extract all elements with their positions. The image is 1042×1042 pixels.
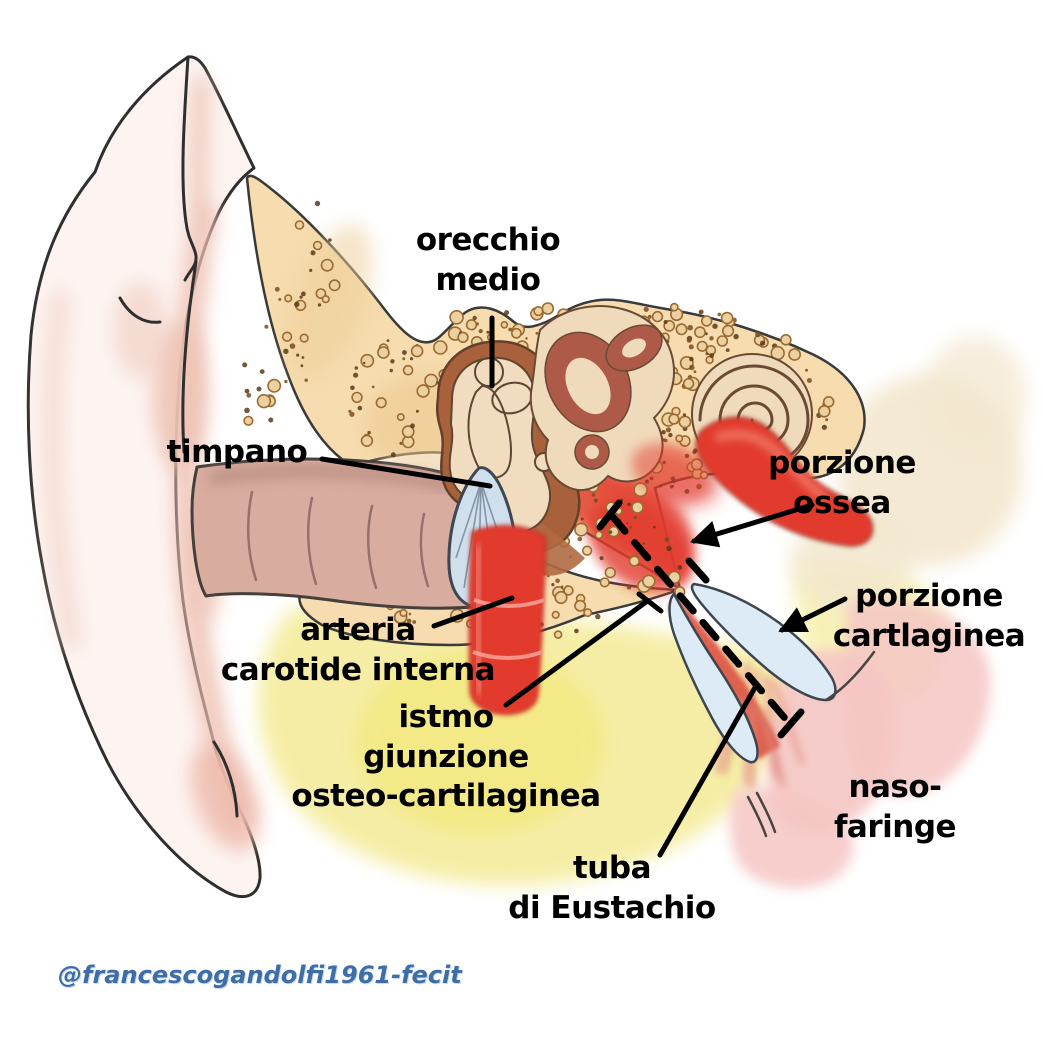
label-naso-faringe: naso-faringe [833, 769, 957, 845]
attribution-text: @francescogandolfi1961-fecit [58, 961, 462, 989]
label-istmo-giunzione: istmo giunzione osteo-cartilaginea [291, 699, 601, 815]
nasopharynx-wash-drawing [715, 598, 991, 889]
label-tuba-di-eustachio: tuba di Eustachio [508, 850, 716, 926]
semicircular-canals-drawing [529, 305, 675, 492]
istmo-line [503, 599, 649, 708]
tuba-line [657, 681, 760, 858]
ear-canal-drawing [190, 457, 481, 610]
pharynx-wall-lines [746, 650, 876, 838]
eustachian-tube-dashed-line [596, 499, 805, 739]
timpano-line [319, 456, 493, 489]
arteria-line [431, 595, 515, 629]
label-arteria-carotide-interna: arteria carotide interna [220, 612, 496, 688]
label-orecchio-medio: orecchio medio [415, 222, 561, 298]
porzione-ossea-arrow [690, 502, 815, 548]
carotid-artery-drawing [468, 525, 547, 716]
porzione-cartlaginea-arrow [778, 596, 848, 633]
istmo-tick [636, 591, 664, 614]
label-timpano: timpano [166, 434, 308, 470]
label-porzione-cartlaginea: porzione cartlaginea [832, 578, 1026, 654]
bony-portion-band-drawing [631, 415, 874, 548]
outer-ear-drawing [26, 55, 262, 899]
label-porzione-ossea: porzione ossea [768, 445, 916, 521]
